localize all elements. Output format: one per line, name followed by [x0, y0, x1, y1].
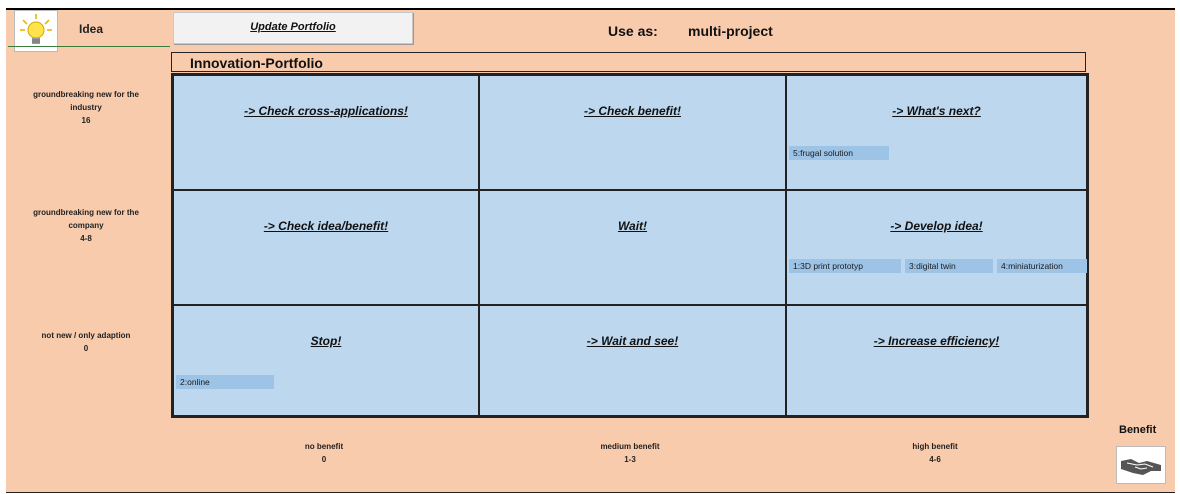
row-label-score: 0: [83, 344, 89, 353]
idea-label: Idea: [79, 22, 104, 36]
row-label-industry: groundbreaking new for the industry 16: [16, 88, 156, 127]
col-label-medium-benefit: medium benefit 1-3: [530, 440, 730, 466]
row-label-line1: groundbreaking new for the: [33, 208, 139, 217]
row-label-company: groundbreaking new for the company 4-8: [16, 206, 156, 245]
row-label-score: 16: [81, 116, 91, 125]
update-portfolio-button[interactable]: Update Portfolio: [173, 12, 413, 44]
col-label-text: no benefit: [304, 442, 344, 451]
cell-title: -> Check benefit!: [583, 104, 682, 118]
idea-underline: [8, 46, 170, 47]
row-label-score: 4-8: [80, 234, 92, 243]
row-label-line2: industry: [70, 103, 102, 112]
col-label-text: high benefit: [912, 442, 958, 451]
col-label-text: medium benefit: [600, 442, 660, 451]
cell-title: Wait!: [617, 219, 648, 233]
row-label-line2: company: [68, 221, 104, 230]
cell-company-medium-benefit[interactable]: Wait!: [479, 190, 786, 305]
col-label-score: 1-3: [624, 455, 636, 464]
cell-industry-no-benefit[interactable]: -> Check cross-applications!: [173, 75, 479, 190]
cell-title: -> What's next?: [892, 104, 981, 118]
col-label-no-benefit: no benefit 0: [224, 440, 424, 466]
row-label-adaption: not new / only adaption 0: [16, 329, 156, 355]
idea-chip-frugal[interactable]: 5:frugal solution: [789, 146, 889, 160]
row-label-line1: not new / only adaption: [41, 331, 131, 340]
cell-adaption-high-benefit[interactable]: -> Increase efficiency!: [786, 305, 1087, 416]
col-label-score: 4-6: [929, 455, 941, 464]
cell-title: Stop!: [310, 334, 342, 348]
handshake-icon: [1116, 446, 1166, 484]
cell-title: -> Check cross-applications!: [244, 104, 408, 118]
use-as-value[interactable]: multi-project: [688, 23, 773, 39]
idea-chip-miniaturization[interactable]: 4:miniaturization: [997, 259, 1087, 273]
cell-company-no-benefit[interactable]: -> Check idea/benefit!: [173, 190, 479, 305]
idea-chip-online[interactable]: 2:online: [176, 375, 274, 389]
cell-adaption-medium-benefit[interactable]: -> Wait and see!: [479, 305, 786, 416]
portfolio-grid: -> Check cross-applications! -> Check be…: [171, 73, 1089, 418]
cell-title: -> Increase efficiency!: [873, 334, 1000, 348]
use-as-label: Use as:: [608, 23, 658, 39]
portfolio-title: Innovation-Portfolio: [171, 52, 1086, 72]
lightbulb-icon: [14, 10, 58, 52]
cell-title: -> Wait and see!: [586, 334, 679, 348]
cell-adaption-no-benefit[interactable]: Stop! 2:online: [173, 305, 479, 416]
cell-industry-high-benefit[interactable]: -> What's next? 5:frugal solution: [786, 75, 1087, 190]
cell-title: -> Develop idea!: [890, 219, 983, 233]
benefit-axis-label: Benefit: [1119, 424, 1157, 436]
idea-chip-3d-print[interactable]: 1:3D print prototyp: [789, 259, 901, 273]
idea-chip-digital-twin[interactable]: 3:digital twin: [905, 259, 993, 273]
cell-company-high-benefit[interactable]: -> Develop idea! 1:3D print prototyp 3:d…: [786, 190, 1087, 305]
cell-title: -> Check idea/benefit!: [263, 219, 389, 233]
cell-industry-medium-benefit[interactable]: -> Check benefit!: [479, 75, 786, 190]
row-label-line1: groundbreaking new for the: [33, 90, 139, 99]
col-label-score: 0: [321, 455, 327, 464]
col-label-high-benefit: high benefit 4-6: [835, 440, 1035, 466]
